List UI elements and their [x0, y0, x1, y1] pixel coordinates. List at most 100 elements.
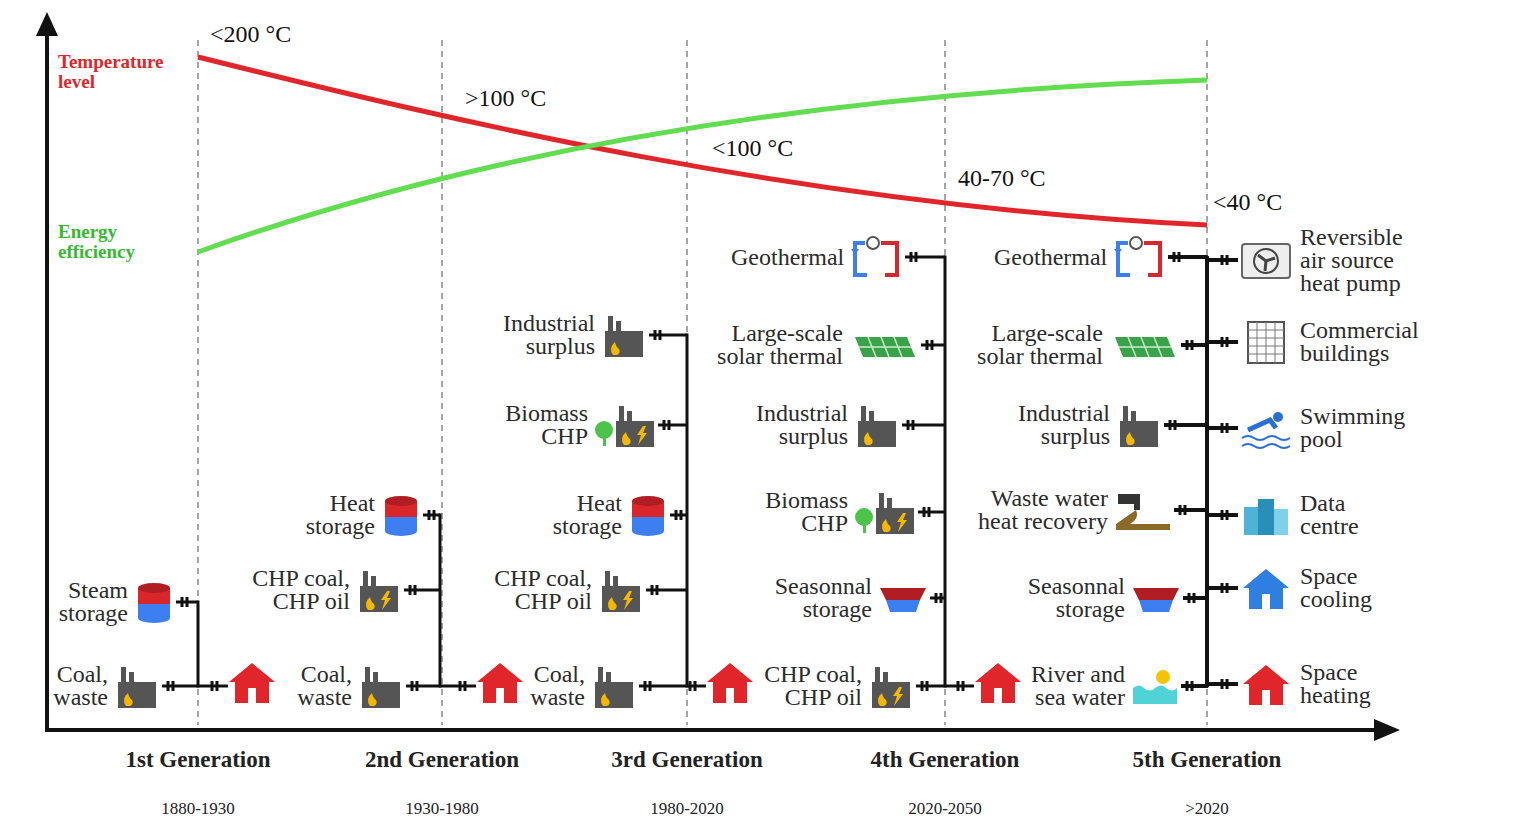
item-label: Space heating — [1300, 661, 1400, 707]
item-label: Geothermal — [731, 246, 844, 269]
pipe-wire — [197, 601, 200, 688]
pipe-wire — [944, 256, 947, 688]
source-item: Large-scale solar thermal — [943, 322, 1179, 368]
dc-icon — [1240, 493, 1292, 537]
pipe-wire — [916, 685, 945, 688]
source-item: Coal, waste — [38, 663, 160, 709]
item-label: River and sea water — [1020, 663, 1125, 709]
item-label: Space cooling — [1300, 565, 1390, 611]
pipe-connector — [1181, 345, 1238, 588]
item-label: Biomass CHP — [748, 489, 848, 535]
tank-icon — [381, 493, 421, 537]
pipe-connector — [1168, 257, 1238, 588]
pipe-wire — [675, 510, 678, 520]
item-label: Reversible air source heat pump — [1300, 226, 1430, 295]
generation-title: 2nd Generation — [365, 748, 519, 772]
tank-icon — [134, 580, 174, 624]
pipe-wire — [1226, 583, 1229, 593]
source-item: CHP coal, CHP oil — [457, 567, 644, 613]
consumer-item: Swimming pool — [1240, 405, 1428, 451]
pipe-wire — [915, 252, 918, 262]
pipe-wire — [1186, 681, 1189, 691]
hp-icon — [851, 235, 903, 279]
hp-icon — [1114, 235, 1166, 279]
item-label: Large-scale solar thermal — [943, 322, 1103, 368]
chp-icon — [356, 568, 402, 612]
pipe-wire — [181, 597, 184, 607]
pipe-wire — [1226, 423, 1229, 433]
chp-icon — [598, 568, 644, 612]
fac-icon — [591, 664, 637, 708]
source-item: River and sea water — [1020, 663, 1179, 709]
pipe-connector — [1183, 428, 1238, 598]
pipe-wire — [1226, 510, 1229, 520]
pipe-wire — [433, 510, 436, 520]
source-item: Seasonnal storage — [1000, 575, 1181, 621]
consumer-item: Data centre — [1240, 492, 1378, 538]
river-icon — [1131, 664, 1179, 708]
pipe-wire — [1226, 679, 1229, 689]
pipe-wire — [1226, 255, 1229, 265]
pipe-connector — [1183, 515, 1238, 598]
efficiency-curve — [198, 80, 1207, 252]
pipe-wire — [651, 585, 654, 595]
generation-title: 3rd Generation — [611, 748, 762, 772]
pipe-wire — [686, 334, 689, 688]
period-label: 1980-2020 — [650, 800, 724, 818]
pipe-wire — [1221, 510, 1224, 520]
pipe-wire — [689, 681, 692, 691]
pipe-connector — [1164, 425, 1238, 684]
pipe-wire — [440, 685, 476, 688]
pipe-wire — [644, 681, 647, 691]
item-label: Industrial surplus — [475, 312, 595, 358]
consumer-item: Space heating — [1240, 661, 1398, 707]
source-item: Industrial surplus — [475, 312, 647, 358]
pipe-wire — [1221, 255, 1224, 265]
fac-icon — [601, 313, 647, 357]
pipe-connector — [1168, 257, 1238, 342]
house-icon — [477, 663, 523, 703]
item-label: Heat storage — [532, 492, 622, 538]
pipe-wire — [186, 597, 189, 607]
chp-icon — [868, 664, 914, 708]
pipe-wire — [928, 507, 931, 517]
pipe-connector — [1164, 260, 1238, 425]
source-item: CHP coal, CHP oil — [727, 663, 914, 709]
pipe-wire — [1221, 423, 1224, 433]
pipe-connector — [1181, 684, 1238, 686]
houseR-icon — [1240, 662, 1292, 706]
period-label: >2020 — [1185, 800, 1229, 818]
solar-icon — [849, 323, 919, 367]
generation-title: 5th Generation — [1133, 748, 1282, 772]
source-item: Waste water heat recovery — [948, 487, 1172, 533]
pipe-connector — [1181, 345, 1238, 428]
pipe-wire — [167, 681, 170, 691]
item-label: Heat storage — [285, 492, 375, 538]
pipe-wire — [1226, 337, 1229, 347]
item-label: Geothermal — [994, 246, 1107, 269]
pipe-network — [162, 252, 1021, 703]
item-label: Coal, waste — [515, 663, 585, 709]
fac-icon — [854, 403, 900, 447]
pipe-wire — [1221, 583, 1224, 593]
pipe-wire — [1174, 420, 1177, 430]
temperature-value: 40-70 °C — [958, 166, 1046, 191]
pipe-connector — [1168, 257, 1238, 684]
pipe-connector — [1183, 342, 1238, 598]
source-item: Coal, waste — [515, 663, 637, 709]
pipe-connector — [1181, 260, 1238, 686]
item-label: Coal, waste — [38, 663, 108, 709]
bldg-icon — [1240, 320, 1292, 364]
pipe-wire — [1188, 593, 1191, 603]
source-item: Biomass CHP — [488, 402, 656, 448]
axis-label: Energy efficiency — [58, 222, 178, 262]
pipe-wire — [1221, 679, 1224, 689]
item-label: CHP coal, CHP oil — [215, 567, 350, 613]
fac-icon — [114, 664, 160, 708]
source-item: Large-scale solar thermal — [683, 322, 919, 368]
pipe-wire — [654, 330, 657, 340]
pipe-connector — [1164, 425, 1238, 588]
pipe-wire — [910, 252, 913, 262]
item-label: Biomass CHP — [488, 402, 588, 448]
pipe-wire — [1193, 593, 1196, 603]
